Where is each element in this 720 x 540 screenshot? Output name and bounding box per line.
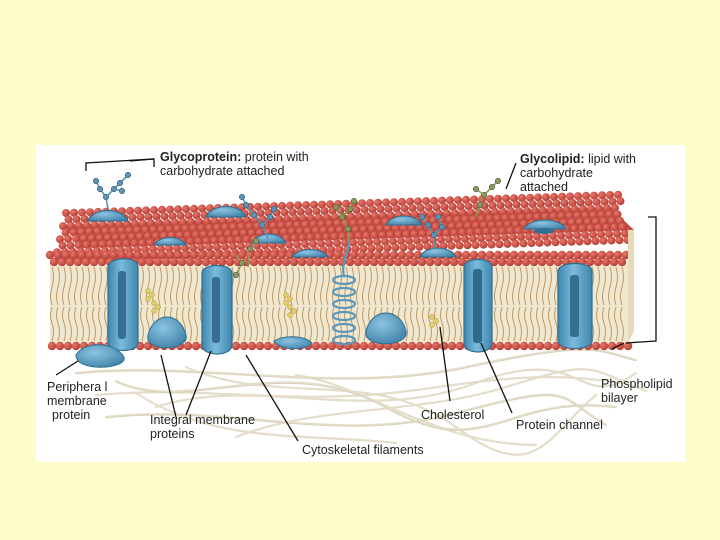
glycoprotein-desc-1: protein with — [241, 150, 308, 164]
glycolipid-desc-1: lipid with — [585, 152, 636, 166]
glycolipid-desc-3: attached — [520, 180, 568, 194]
glycoprotein-label: Glycoprotein: protein with carbohydrate … — [160, 150, 309, 178]
membrane-diagram: Glycoprotein: protein with carbohydrate … — [36, 145, 685, 462]
cytoskeletal-text: Cytoskeletal filaments — [302, 443, 424, 457]
integral-line-2: proteins — [150, 427, 194, 441]
peripheral-line-2: membrane — [47, 394, 107, 408]
protein-channel-label: Protein channel — [516, 418, 603, 432]
phospholipid-line-2: bilayer — [601, 391, 638, 405]
protein-channel-text: Protein channel — [516, 418, 603, 432]
phospholipid-bilayer-label: Phospholipid bilayer — [601, 377, 673, 405]
cholesterol-text: Cholesterol — [421, 408, 484, 422]
glycolipid-term: Glycolipid: — [520, 152, 585, 166]
cytoskeletal-filaments-label: Cytoskeletal filaments — [302, 443, 424, 457]
integral-line-1: Integral membrane — [150, 413, 255, 427]
peripheral-protein-label: Periphera l membrane protein — [47, 380, 107, 422]
glycoprotein-desc-2: carbohydrate attached — [160, 164, 284, 178]
integral-proteins-label: Integral membrane proteins — [150, 413, 255, 441]
peripheral-line-1: Periphera l — [47, 380, 107, 394]
glycolipid-label: Glycolipid: lipid with carbohydrate atta… — [520, 152, 636, 194]
cholesterol-label: Cholesterol — [421, 408, 484, 422]
glycolipid-desc-2: carbohydrate — [520, 166, 593, 180]
peripheral-line-3: protein — [52, 408, 90, 422]
phospholipid-line-1: Phospholipid — [601, 377, 673, 391]
glycoprotein-term: Glycoprotein: — [160, 150, 241, 164]
